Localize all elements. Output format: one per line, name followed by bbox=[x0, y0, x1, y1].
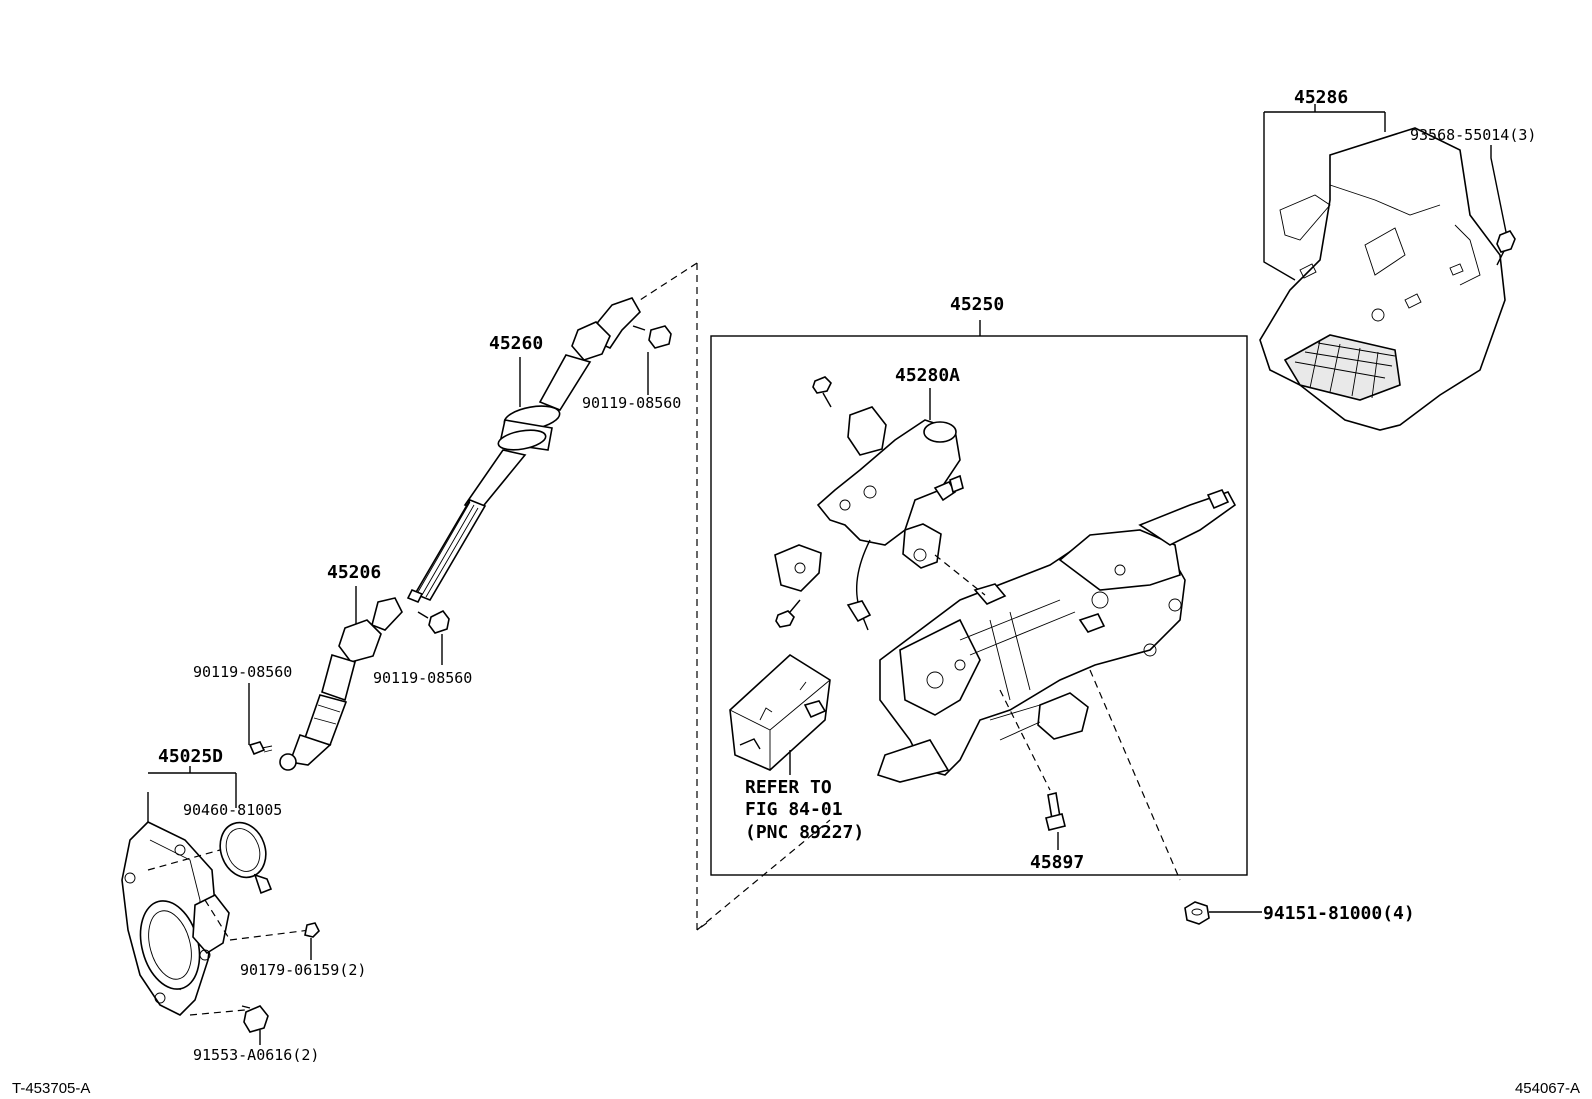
label-45280A: 45280A bbox=[895, 365, 960, 386]
label-45250: 45250 bbox=[950, 294, 1004, 315]
refer-line-3: (PNC 89227) bbox=[745, 822, 864, 843]
label-93568-55014: 93568-55014(3) bbox=[1410, 126, 1536, 144]
leader-45286 bbox=[1263, 104, 1386, 281]
label-45025D: 45025D bbox=[158, 746, 223, 767]
dashed-outline bbox=[639, 262, 698, 301]
label-90119-08560-c: 90119-08560 bbox=[193, 663, 292, 681]
nut-90179-icon bbox=[304, 922, 320, 938]
nut-94151-icon bbox=[1184, 901, 1210, 925]
column-assembly-box bbox=[710, 335, 1248, 876]
bolt-91553-icon bbox=[241, 1005, 269, 1033]
label-91553-A0616: 91553-A0616(2) bbox=[193, 1046, 319, 1064]
bolt-90119-icon bbox=[248, 741, 273, 756]
label-90179-06159: 90179-06159(2) bbox=[240, 961, 366, 979]
control-module bbox=[729, 653, 831, 771]
label-90119-08560-b: 90119-08560 bbox=[373, 669, 472, 687]
refer-line-2: FIG 84-01 bbox=[745, 799, 843, 820]
bolt-45897-icon bbox=[1045, 792, 1066, 831]
dashed-leader bbox=[189, 1009, 246, 1016]
dashed-leader bbox=[999, 689, 1051, 791]
footer-left-code: T-453705-A bbox=[12, 1080, 90, 1097]
dashed-leader bbox=[934, 554, 986, 596]
screw-icon bbox=[812, 376, 832, 408]
label-90460-81005: 90460-81005 bbox=[183, 801, 282, 819]
lock-housing-45280A bbox=[774, 406, 964, 631]
screw-icon bbox=[775, 599, 801, 628]
leader-45025D bbox=[147, 766, 237, 822]
refer-line-1: REFER TO bbox=[745, 777, 832, 798]
clamp-ring-90460 bbox=[219, 821, 273, 895]
column-cover-assembly bbox=[1259, 127, 1506, 431]
lower-shaft-45206 bbox=[279, 597, 403, 771]
intermediate-shaft-45260 bbox=[406, 297, 641, 604]
dashed-leader-94151 bbox=[1089, 669, 1181, 881]
screw-93568-icon bbox=[1496, 230, 1516, 266]
label-90119-08560-a: 90119-08560 bbox=[582, 394, 681, 412]
label-94151-81000: 94151-81000(4) bbox=[1263, 903, 1415, 924]
label-45897: 45897 bbox=[1030, 852, 1084, 873]
dashed-leader bbox=[147, 849, 311, 941]
dust-boot-45025D bbox=[121, 821, 230, 1016]
dashed-outline bbox=[696, 263, 831, 932]
steering-column-body bbox=[876, 489, 1237, 783]
leader-93568 bbox=[1490, 145, 1507, 233]
bolt-90119-icon bbox=[632, 325, 672, 349]
label-45260: 45260 bbox=[489, 333, 543, 354]
label-45286: 45286 bbox=[1294, 87, 1348, 108]
bolt-90119-icon bbox=[417, 609, 450, 634]
footer-right-code: 454067-A bbox=[1515, 1080, 1580, 1097]
label-45206: 45206 bbox=[327, 562, 381, 583]
